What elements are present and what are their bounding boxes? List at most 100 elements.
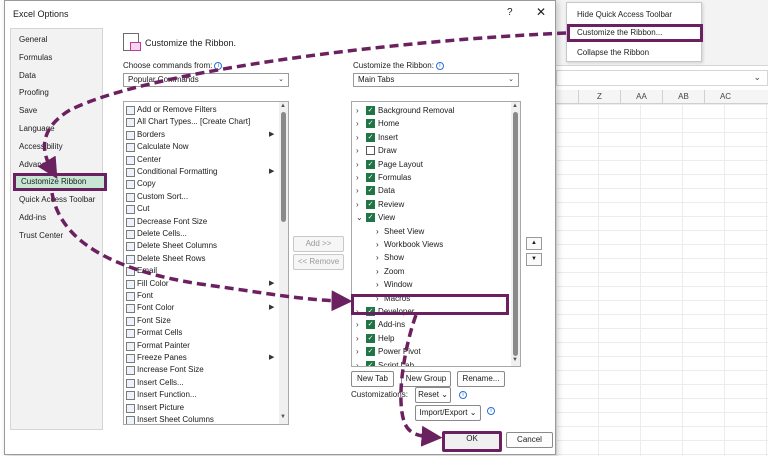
command-item[interactable]: All Chart Types... [Create Chart] [125, 116, 275, 128]
command-item[interactable]: Increase Font Size [125, 364, 275, 376]
choose-commands-dropdown[interactable]: Popular Commands ⌄ [123, 73, 289, 87]
tab-checkbox[interactable]: ✓ [366, 199, 375, 209]
chevron-right-icon[interactable]: › [356, 119, 359, 129]
chevron-right-icon[interactable]: › [356, 106, 359, 115]
command-item[interactable]: Borders▶ [125, 129, 275, 141]
column-header[interactable]: Z [578, 90, 620, 104]
category-item[interactable]: Accessibility [19, 141, 63, 151]
chevron-right-icon[interactable]: › [376, 293, 379, 303]
command-item[interactable]: Insert Picture [125, 402, 275, 414]
chevron-right-icon[interactable]: › [356, 159, 359, 169]
command-item[interactable]: Custom Sort... [125, 191, 275, 203]
scroll-thumb[interactable] [281, 112, 286, 222]
help-icon[interactable]: ? [507, 7, 513, 18]
reset-button[interactable]: Reset ⌄ [415, 387, 451, 403]
tab-checkbox[interactable]: ✓ [366, 333, 375, 343]
remove-button[interactable]: << Remove [293, 254, 344, 270]
tab-checkbox[interactable]: ✓ [366, 159, 375, 169]
tree-tab-item[interactable]: ›✓Add-ins [356, 318, 506, 331]
scroll-up-icon[interactable]: ▲ [512, 103, 518, 109]
tree-tab-item[interactable]: ›✓Power Pivot [356, 345, 506, 358]
chevron-right-icon[interactable]: › [376, 226, 379, 236]
command-item[interactable]: Fill Color▶ [125, 278, 275, 290]
command-item[interactable]: Cut [125, 203, 275, 215]
scroll-thumb[interactable] [513, 112, 518, 356]
chevron-right-icon[interactable]: › [356, 347, 359, 357]
tab-checkbox[interactable]: ✓ [366, 347, 375, 357]
command-item[interactable]: Freeze Panes▶ [125, 352, 275, 364]
tab-checkbox[interactable] [366, 146, 375, 156]
tab-checkbox[interactable]: ✓ [366, 119, 375, 129]
command-item[interactable]: Format Painter [125, 340, 275, 352]
category-item[interactable]: Save [19, 106, 38, 116]
add-button[interactable]: Add >> [293, 236, 344, 252]
menu-item-hide-qat[interactable]: Hide Quick Access Toolbar [577, 10, 673, 19]
tab-checkbox[interactable]: ✓ [366, 106, 375, 115]
tree-tab-item[interactable]: ›✓Formulas [356, 171, 506, 184]
tab-checkbox[interactable]: ✓ [366, 132, 375, 142]
new-tab-button[interactable]: New Tab [351, 371, 394, 387]
tree-tab-item[interactable]: ›✓Developer [356, 305, 506, 318]
scroll-down-icon[interactable]: ▼ [280, 414, 286, 420]
chevron-down-icon[interactable]: ⌄ [356, 213, 363, 223]
chevron-right-icon[interactable]: › [376, 253, 379, 263]
command-item[interactable]: Format Cells [125, 327, 275, 339]
command-item[interactable]: Insert Cells... [125, 377, 275, 389]
tree-group-item[interactable]: ›Workbook Views [356, 238, 506, 251]
command-item[interactable]: Email [125, 265, 275, 277]
category-item[interactable]: Quick Access Toolbar [19, 195, 96, 205]
category-item[interactable]: Customize Ribbon [13, 173, 107, 192]
scroll-down-icon[interactable]: ▼ [512, 357, 518, 363]
category-item[interactable]: Proofing [19, 88, 49, 98]
chevron-right-icon[interactable]: › [356, 333, 359, 343]
category-item[interactable]: General [19, 35, 48, 44]
tree-tab-item[interactable]: ›✓Script Lab [356, 359, 506, 367]
chevron-right-icon[interactable]: › [376, 240, 379, 249]
command-item[interactable]: Insert Function... [125, 389, 275, 401]
menu-item-customize-ribbon[interactable]: Customize the Ribbon... [567, 24, 703, 42]
tree-tab-item[interactable]: ⌄✓View [356, 211, 506, 224]
chevron-right-icon[interactable]: › [376, 280, 379, 290]
tree-tab-item[interactable]: ›✓Background Removal [356, 104, 506, 117]
tree-group-item[interactable]: ›Zoom [356, 265, 506, 278]
command-item[interactable]: Font Color▶ [125, 302, 275, 314]
move-down-button[interactable]: ▼ [526, 253, 542, 266]
column-header[interactable]: AC [704, 90, 746, 104]
command-item[interactable]: Conditional Formatting▶ [125, 166, 275, 178]
tree-tab-item[interactable]: ›✓Data [356, 184, 506, 197]
tab-checkbox[interactable]: ✓ [366, 307, 375, 316]
formula-bar[interactable]: ⌄ [556, 70, 768, 86]
command-item[interactable]: Calculate Now [125, 141, 275, 153]
category-item[interactable]: Add-ins [19, 213, 47, 222]
category-item[interactable]: Data [19, 70, 36, 80]
ribbon-tabs-tree[interactable]: ▲ ▼ ›✓Background Removal›✓Home›✓Insert›D… [351, 101, 521, 367]
tree-tab-item[interactable]: ›✓Insert [356, 131, 506, 144]
command-item[interactable]: Copy [125, 178, 275, 190]
tab-checkbox[interactable]: ✓ [366, 320, 375, 330]
sheet-grid[interactable] [556, 104, 768, 456]
commands-scrollbar[interactable]: ▲ ▼ [279, 102, 288, 424]
chevron-right-icon[interactable]: › [356, 173, 359, 182]
tree-tab-item[interactable]: ›✓Home [356, 117, 506, 130]
command-item[interactable]: Delete Sheet Rows [125, 253, 275, 265]
chevron-right-icon[interactable]: › [356, 307, 359, 316]
tabs-scrollbar[interactable]: ▲ ▼ [511, 102, 520, 366]
tree-tab-item[interactable]: ›✓Help [356, 332, 506, 345]
column-header[interactable]: AB [662, 90, 704, 104]
tree-group-item[interactable]: ›Show [356, 251, 506, 264]
chevron-down-icon[interactable]: ⌄ [753, 72, 761, 82]
category-item[interactable]: Language [19, 124, 55, 133]
category-item[interactable]: Trust Center [19, 230, 64, 240]
category-item[interactable]: Advanced [19, 159, 55, 169]
command-item[interactable]: Font Size [125, 315, 275, 327]
chevron-right-icon[interactable]: › [356, 320, 359, 330]
category-item[interactable]: Formulas [19, 52, 53, 62]
tree-group-item[interactable]: ›Sheet View [356, 225, 506, 238]
command-item[interactable]: Center [125, 154, 275, 166]
chevron-right-icon[interactable]: › [356, 132, 359, 142]
chevron-right-icon[interactable]: › [356, 360, 359, 367]
scroll-up-icon[interactable]: ▲ [280, 103, 286, 109]
new-group-button[interactable]: New Group [401, 371, 451, 387]
tab-checkbox[interactable]: ✓ [366, 186, 375, 196]
